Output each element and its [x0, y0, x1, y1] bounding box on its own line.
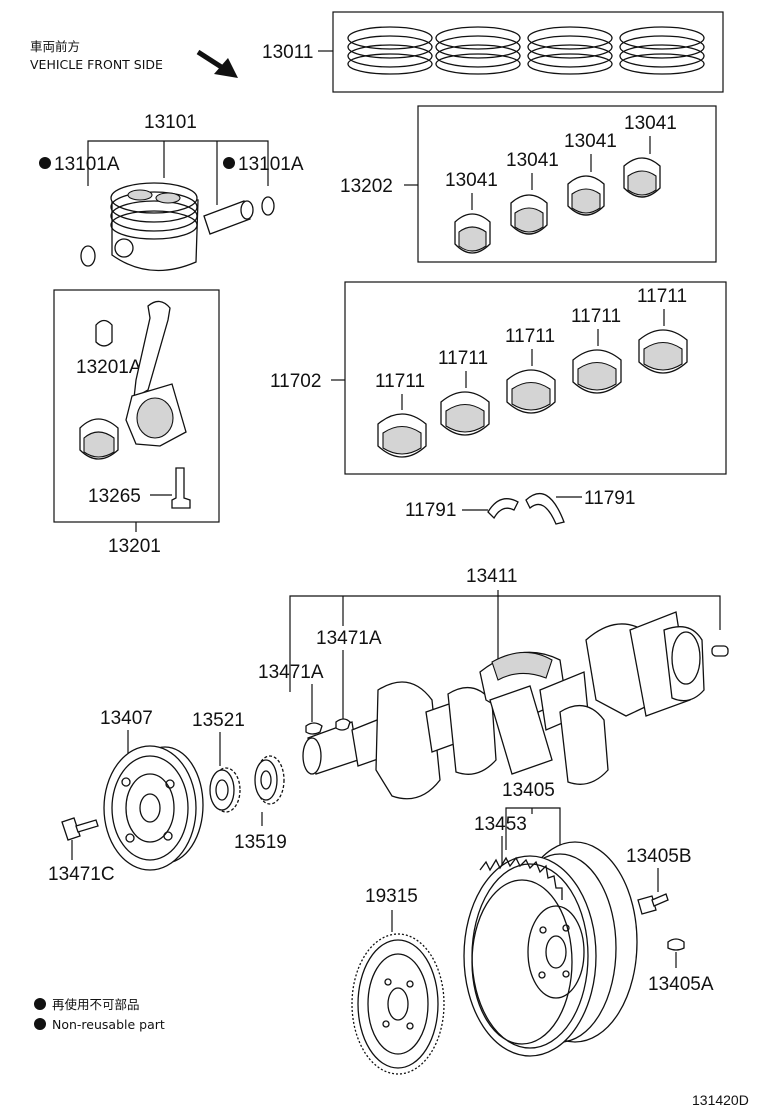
legend-dot-icon: [34, 998, 46, 1010]
part-19315[interactable]: 19315: [365, 886, 418, 907]
part-11791-left[interactable]: 11791: [405, 500, 456, 521]
dowel-pin-icon: [667, 938, 685, 951]
non-reusable-dot-icon: [223, 157, 235, 169]
crank-sprocket-icon: [254, 755, 285, 805]
front-arrow-icon: [196, 49, 238, 78]
timing-gear-icon: [209, 767, 241, 813]
non-reusable-dot-icon: [39, 157, 51, 169]
crank-pulley-icon: [103, 745, 204, 871]
part-13101[interactable]: 13101: [144, 112, 197, 133]
part-13101A-right[interactable]: 13101A: [238, 154, 304, 175]
piston-icon: [110, 182, 199, 272]
part-13471A-upper[interactable]: 13471A: [316, 628, 382, 649]
thrust-washers-icon: [487, 492, 565, 525]
crankshaft-icon: [302, 611, 729, 800]
conrod-icon: [79, 300, 191, 509]
part-11711-3[interactable]: 11711: [505, 326, 555, 347]
snap-ring-icon: [80, 245, 96, 267]
part-13471A-lower[interactable]: 13471A: [258, 662, 324, 683]
legend-jp: 再使用不可部品: [52, 997, 140, 1012]
conrod-bearing-box: [417, 105, 717, 263]
part-13405B[interactable]: 13405B: [626, 846, 692, 867]
part-13521[interactable]: 13521: [192, 710, 245, 731]
part-13041-2[interactable]: 13041: [506, 150, 559, 171]
part-11711-1[interactable]: 11711: [375, 371, 425, 392]
part-13519[interactable]: 13519: [234, 832, 287, 853]
part-13202[interactable]: 13202: [340, 176, 393, 197]
part-13405A[interactable]: 13405A: [648, 974, 714, 995]
piston-pin-icon: [203, 200, 254, 235]
snap-ring-icon: [261, 196, 275, 216]
conrod-bearings-icon: [454, 157, 661, 254]
legend-en: Non-reusable part: [52, 1017, 165, 1032]
pulley-bolt-icon: [61, 817, 99, 841]
front-note-en: VEHICLE FRONT SIDE: [30, 57, 163, 72]
flywheel-icon: [463, 841, 638, 1057]
part-13405[interactable]: 13405: [502, 780, 555, 801]
diagram-code: 131420D: [692, 1092, 749, 1108]
part-13407[interactable]: 13407: [100, 708, 153, 729]
part-13041-3[interactable]: 13041: [564, 131, 617, 152]
part-11791-right[interactable]: 11791: [584, 488, 635, 509]
part-13201A[interactable]: 13201A: [76, 357, 142, 378]
ring-set-box: [332, 11, 724, 93]
part-13265[interactable]: 13265: [88, 486, 141, 507]
drive-plate-icon: [351, 933, 445, 1075]
part-11702[interactable]: 11702: [270, 371, 321, 392]
part-11711-2[interactable]: 11711: [438, 348, 488, 369]
main-bearings-icon: [377, 329, 688, 458]
part-13201[interactable]: 13201: [108, 536, 161, 557]
part-13453[interactable]: 13453: [474, 814, 527, 835]
part-13411[interactable]: 13411: [466, 566, 517, 587]
part-13471C[interactable]: 13471C: [48, 864, 115, 885]
part-13041-1[interactable]: 13041: [445, 170, 498, 191]
part-13011[interactable]: 13011: [262, 42, 313, 63]
crank-keys-icon: [305, 718, 351, 735]
part-13041-4[interactable]: 13041: [624, 113, 677, 134]
front-note-jp: 車両前方: [30, 39, 80, 54]
main-bearing-box: [344, 281, 727, 475]
flywheel-bolt-icon: [637, 893, 669, 915]
legend-dot-icon: [34, 1018, 46, 1030]
part-11711-5[interactable]: 11711: [637, 286, 687, 307]
piston-rings-icon: [347, 26, 705, 75]
part-13101A-left[interactable]: 13101A: [54, 154, 120, 175]
part-11711-4[interactable]: 11711: [571, 306, 621, 327]
